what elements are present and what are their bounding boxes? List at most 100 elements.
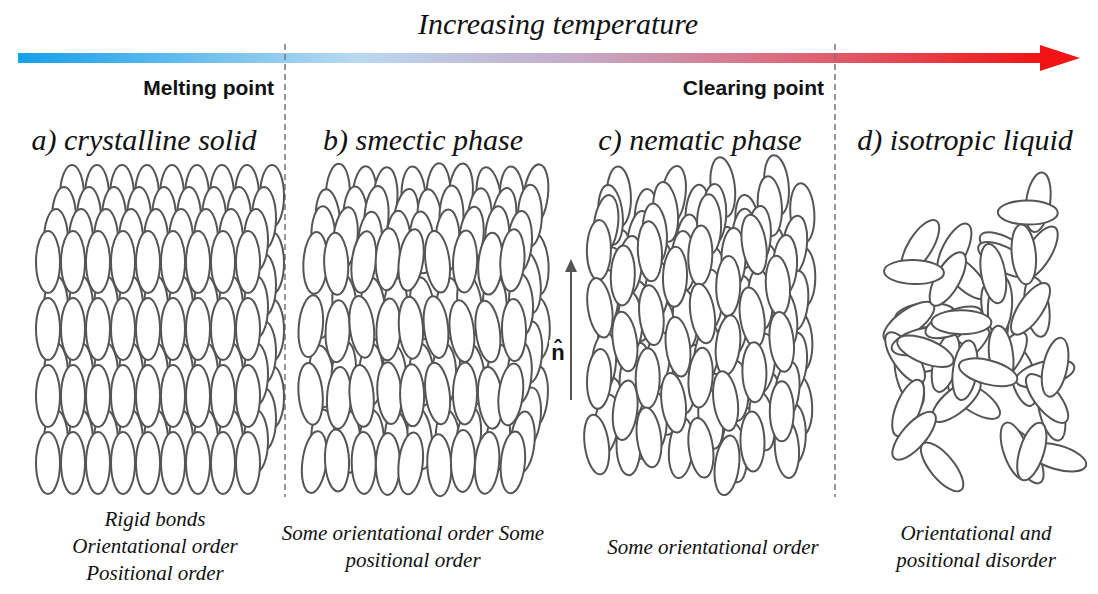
- molecule: [472, 299, 503, 363]
- molecule: [1009, 223, 1039, 285]
- molecule: [662, 246, 688, 307]
- molecule: [767, 311, 797, 373]
- molecule: [161, 298, 185, 360]
- molecule: [633, 406, 664, 468]
- molecule: [111, 231, 135, 293]
- molecule: [186, 432, 210, 494]
- molecule: [686, 282, 719, 345]
- molecule: [1004, 277, 1057, 340]
- molecule: [687, 225, 713, 286]
- molecule: [884, 259, 945, 285]
- molecule: [998, 200, 1058, 225]
- molecule: [236, 432, 260, 494]
- temperature-arrowhead: [1040, 45, 1080, 71]
- molecule: [658, 371, 689, 434]
- molecule: [36, 432, 60, 494]
- molecule: [36, 365, 60, 427]
- molecule: [161, 231, 185, 293]
- molecule: [86, 298, 110, 360]
- phase-description: Some orientational order Some positional…: [268, 520, 558, 574]
- molecule: [236, 365, 260, 427]
- molecule: [495, 362, 526, 426]
- molecule: [351, 432, 376, 494]
- phase-title: d) isotropic liquid: [836, 122, 1094, 158]
- molecule: [136, 365, 160, 427]
- molecule: [236, 298, 260, 360]
- molecule: [211, 298, 235, 360]
- phase-description: Orientational and positional disorder: [858, 520, 1094, 574]
- molecule: [397, 296, 425, 359]
- molecule: [609, 310, 641, 373]
- molecule: [914, 436, 971, 498]
- transition-label: Melting point: [60, 75, 274, 101]
- molecule: [764, 255, 792, 317]
- molecule: [136, 298, 160, 360]
- molecule: [586, 220, 611, 280]
- molecule: [610, 245, 636, 306]
- molecule: [211, 231, 235, 293]
- molecule: [36, 231, 60, 293]
- molecule: [421, 295, 452, 359]
- molecule: [36, 298, 60, 360]
- molecule: [61, 432, 85, 494]
- molecule: [211, 365, 235, 427]
- molecule: [498, 430, 527, 494]
- molecule: [710, 370, 742, 433]
- molecule: [211, 432, 235, 494]
- phase-description: Rigid bonds Orientational order Position…: [60, 506, 250, 587]
- molecule: [375, 298, 402, 361]
- molecule: [452, 230, 478, 293]
- director-arrow: [570, 270, 572, 400]
- molecule: [326, 366, 353, 429]
- phase-title: c) nematic phase: [572, 122, 828, 158]
- molecule: [426, 434, 452, 497]
- molecule: [186, 231, 210, 293]
- phase-description: Some orientational order: [568, 534, 858, 561]
- molecule: [451, 430, 476, 492]
- molecule: [770, 381, 794, 441]
- molecule: [111, 365, 135, 427]
- molecule: [395, 431, 425, 495]
- molecule: [61, 298, 85, 360]
- molecule: [186, 365, 210, 427]
- molecule: [323, 232, 349, 295]
- molecule: [347, 364, 376, 428]
- molecule: [161, 432, 185, 494]
- molecule: [348, 230, 379, 294]
- molecule: [86, 365, 110, 427]
- molecule: [86, 231, 110, 293]
- molecule: [346, 295, 377, 359]
- molecule: [1011, 419, 1052, 483]
- molecule: [324, 429, 350, 492]
- molecule: [324, 300, 351, 363]
- molecule-illustration: [36, 154, 1089, 498]
- molecule: [736, 286, 768, 349]
- molecule: [685, 416, 717, 479]
- molecule: [636, 221, 663, 282]
- molecule: [86, 432, 110, 494]
- phase-title: b) smectic phase: [288, 122, 558, 158]
- molecule: [738, 213, 771, 276]
- molecule: [713, 314, 743, 376]
- molecule: [111, 432, 135, 494]
- molecule: [453, 362, 477, 424]
- molecule: [296, 294, 326, 358]
- molecule: [236, 231, 260, 293]
- molecule: [374, 228, 401, 291]
- molecule: [422, 361, 454, 426]
- molecule: [740, 411, 765, 472]
- molecule: [296, 362, 325, 426]
- molecule: [686, 347, 714, 409]
- director-label: n̂: [549, 340, 567, 366]
- molecule: [931, 310, 991, 334]
- molecule: [186, 298, 210, 360]
- molecule: [636, 284, 666, 346]
- molecule: [976, 242, 1010, 305]
- director-arrowhead: [565, 259, 577, 272]
- molecule: [581, 413, 613, 476]
- phase-divider: [834, 44, 836, 497]
- molecule: [1037, 335, 1073, 399]
- temperature-bar: [18, 53, 1042, 63]
- molecule: [422, 229, 453, 293]
